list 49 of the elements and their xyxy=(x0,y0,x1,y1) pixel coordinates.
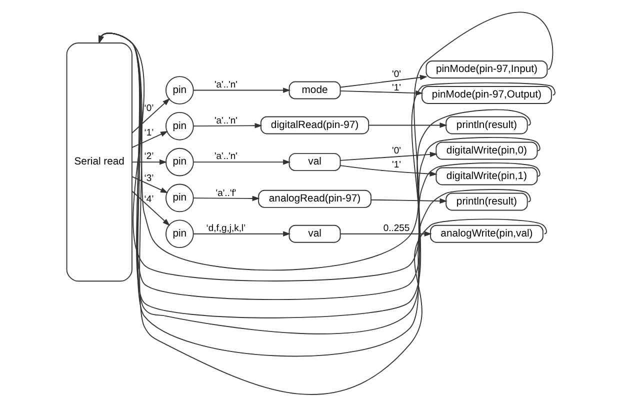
arrow xyxy=(340,74,428,88)
edge-label: '1' xyxy=(392,82,401,94)
node-box: println(result) xyxy=(446,192,528,211)
node-box: val xyxy=(288,224,341,243)
arrow xyxy=(132,176,168,194)
edge-label: '0' xyxy=(392,69,401,80)
node-circle: pin xyxy=(166,76,194,104)
edge-label: ‘d,f,g,j,k,l’ xyxy=(206,223,246,234)
arrow xyxy=(192,231,291,237)
arrow xyxy=(340,165,438,176)
node-circle: pin xyxy=(166,184,194,212)
node-box: digitalRead(pin-97) xyxy=(260,116,370,134)
edge-label: ‘1’ xyxy=(144,128,154,139)
node-box: digitalWrite(pin,1) xyxy=(436,167,538,186)
edge-label: '0' xyxy=(392,146,401,157)
arrow xyxy=(192,196,260,202)
arrow xyxy=(370,198,448,204)
node-box: val xyxy=(288,153,341,172)
edge-label: ‘3’ xyxy=(144,172,154,184)
arrow xyxy=(132,190,170,226)
edge-label: '1' xyxy=(392,160,401,171)
arrow xyxy=(192,122,262,128)
node-box: mode xyxy=(288,81,341,100)
arrow xyxy=(132,131,168,148)
node-box: pinMode(pin-97,Input) xyxy=(426,60,548,78)
arrow xyxy=(132,98,170,134)
node-box: analogRead(pin-97) xyxy=(258,190,372,208)
edge-label: 'a'..'f' xyxy=(216,188,236,200)
edge-label: ‘4’ xyxy=(144,194,154,205)
arrow xyxy=(340,231,432,237)
node-box: Serial read xyxy=(66,42,132,282)
arrow xyxy=(340,152,438,161)
node-circle: pin xyxy=(166,220,194,248)
arrow xyxy=(368,122,448,128)
node-circle: pin xyxy=(166,112,194,140)
edge-label: ‘2’ xyxy=(144,151,154,162)
node-box: analogWrite(pin,val) xyxy=(430,224,544,243)
node-box: println(result) xyxy=(446,116,528,134)
node-circle: pin xyxy=(166,148,194,176)
edge-label: 'a'..'n' xyxy=(214,79,238,90)
edge-label: 0..255 xyxy=(383,223,410,234)
arrow xyxy=(192,88,291,93)
arrow xyxy=(132,159,168,165)
edge-label: 'a'..'n' xyxy=(214,115,238,126)
node-box: digitalWrite(pin,0) xyxy=(436,142,538,160)
node-box: pinMode(pin-97,Output) xyxy=(422,86,552,104)
arrow xyxy=(192,159,291,165)
edge-label: ‘0’ xyxy=(144,103,154,114)
edge-label: 'a'..'n' xyxy=(214,151,238,162)
